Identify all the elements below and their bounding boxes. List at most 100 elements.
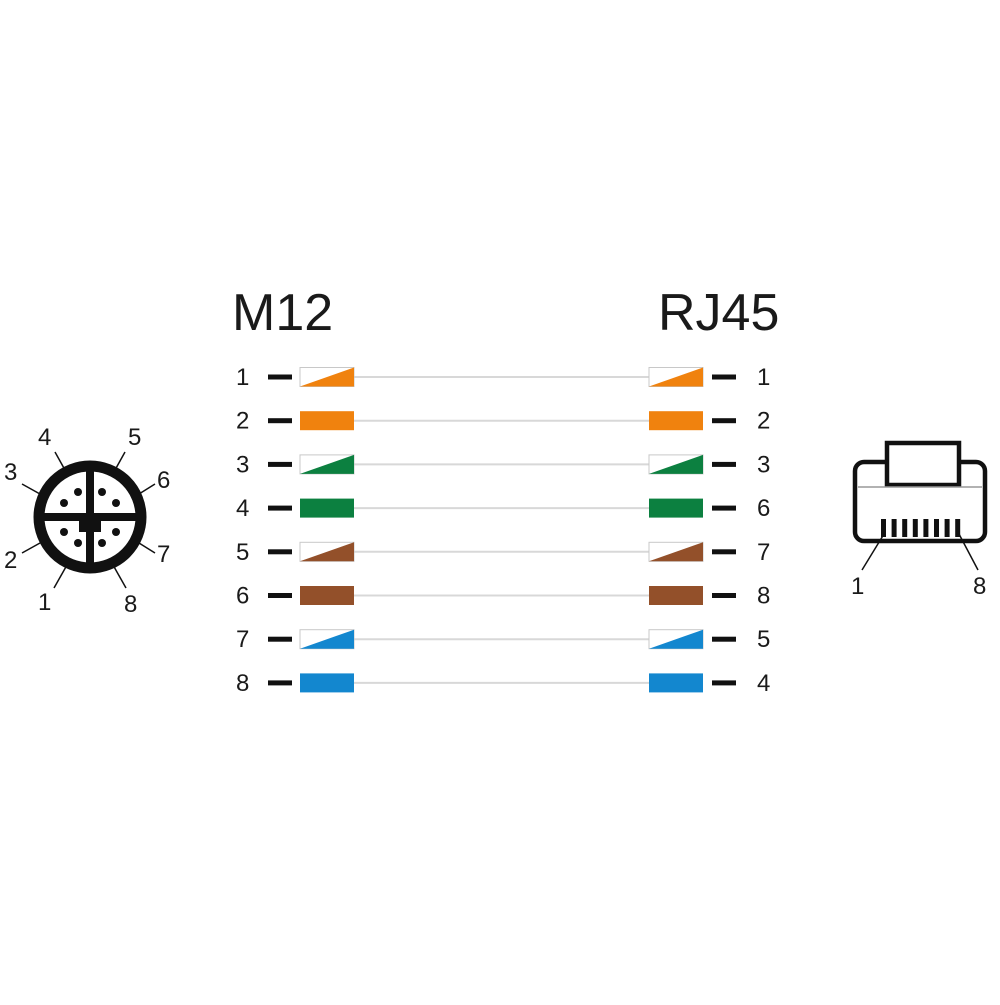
rj45-contact <box>923 519 929 537</box>
m12-pin-leader <box>53 564 68 589</box>
rj45-pin-number: 4 <box>757 670 770 697</box>
m12-color-swatch <box>300 586 354 605</box>
m12-color-swatch <box>299 541 355 562</box>
m12-color-swatch <box>299 367 355 387</box>
left-pin-dash <box>268 461 292 467</box>
m12-color-swatch <box>300 498 354 518</box>
right-pin-dash <box>712 461 736 467</box>
left-pin-dash <box>268 680 292 686</box>
rj45-pin-number: 2 <box>757 408 770 435</box>
rj45-color-swatch <box>648 454 704 475</box>
m12-pin-label: 6 <box>157 467 170 494</box>
rj45-contact <box>912 519 918 537</box>
m12-pin-dot <box>112 499 120 507</box>
m12-pin-label: 4 <box>38 424 51 451</box>
m12-pin-label: 5 <box>128 424 141 451</box>
left-pin-dash <box>268 418 292 424</box>
m12-pin-leader <box>21 542 41 554</box>
right-pin-dash <box>712 418 736 424</box>
left-pin-dash <box>268 505 292 511</box>
m12-pin-label: 2 <box>4 547 17 574</box>
m12-color-swatch <box>300 673 354 693</box>
m12-pin-dot <box>74 488 82 496</box>
m12-pin-number: 5 <box>236 539 249 566</box>
m12-pin-label: 7 <box>157 541 170 568</box>
rj45-color-swatch <box>649 673 703 693</box>
rj45-label-pin-8: 8 <box>973 573 986 600</box>
m12-cross-horizontal <box>41 513 139 521</box>
m12-pin-dot <box>60 499 68 507</box>
m12-pin-leader <box>112 564 127 589</box>
m12-color-swatch <box>299 629 355 650</box>
rj45-color-swatch <box>649 498 703 518</box>
left-pin-dash <box>268 374 292 380</box>
m12-pin-number: 6 <box>236 583 249 610</box>
m12-pin-label: 8 <box>124 591 137 618</box>
rj45-latch <box>884 440 962 488</box>
m12-pin-label: 3 <box>4 459 17 486</box>
rj45-contact <box>934 519 939 537</box>
rj45-label-pin-1: 1 <box>851 573 864 600</box>
m12-pin-number: 4 <box>236 495 249 522</box>
rj45-color-swatch <box>648 629 704 650</box>
rj45-pin-number: 8 <box>757 583 770 610</box>
left-pin-dash <box>268 593 292 598</box>
right-pin-dash <box>712 593 736 598</box>
m12-pin-number: 3 <box>236 451 249 478</box>
rj45-pin-number: 3 <box>757 451 770 478</box>
rj45-leader-pin-8 <box>958 533 979 571</box>
m12-color-swatch <box>299 454 355 475</box>
m12-pin-leader <box>54 451 66 471</box>
rj45-color-swatch <box>649 411 703 431</box>
m12-pin-number: 8 <box>236 670 249 697</box>
m12-center-key <box>79 519 101 532</box>
right-pin-dash <box>712 374 736 380</box>
right-pin-dash <box>712 549 736 555</box>
rj45-pin-number: 5 <box>757 626 770 653</box>
rj45-pin-number: 7 <box>757 539 770 566</box>
m12-connector-face: 12 34 56 78 <box>4 424 170 618</box>
rj45-contact <box>955 519 961 537</box>
right-pin-dash <box>712 636 736 642</box>
rj45-connector: 1 8 <box>851 440 988 600</box>
right-pin-dash <box>712 505 736 511</box>
rj45-contacts <box>881 519 961 537</box>
m12-pin-dot <box>98 488 106 496</box>
rj45-color-swatch <box>649 586 703 605</box>
right-pin-dash <box>712 680 736 686</box>
rj45-contact <box>891 519 897 537</box>
m12-title: M12 <box>232 284 333 342</box>
m12-pin-leader <box>138 542 156 554</box>
left-pin-dash <box>268 549 292 555</box>
m12-pin-label: 1 <box>38 589 51 616</box>
rj45-pin-number: 1 <box>757 364 770 391</box>
rj45-title: RJ45 <box>658 284 779 342</box>
rj45-contact <box>881 519 886 537</box>
rj45-color-swatch <box>648 367 704 387</box>
rj45-pin-number: 6 <box>757 495 770 522</box>
m12-pin-dot <box>74 539 82 547</box>
m12-pin-leader <box>114 451 126 471</box>
m12-pin-dot <box>112 528 120 536</box>
m12-pin-number: 1 <box>236 364 249 391</box>
m12-pin-leader <box>21 483 41 495</box>
rj45-color-swatch <box>648 541 704 562</box>
left-pin-dash <box>268 636 292 642</box>
m12-pin-dot <box>60 528 68 536</box>
rj45-contact <box>944 519 950 537</box>
m12-pin-dot <box>98 539 106 547</box>
m12-color-swatch <box>300 411 354 431</box>
m12-pin-leader <box>138 483 156 495</box>
rj45-leader-pin-1 <box>861 533 885 571</box>
rj45-contact <box>902 519 908 537</box>
